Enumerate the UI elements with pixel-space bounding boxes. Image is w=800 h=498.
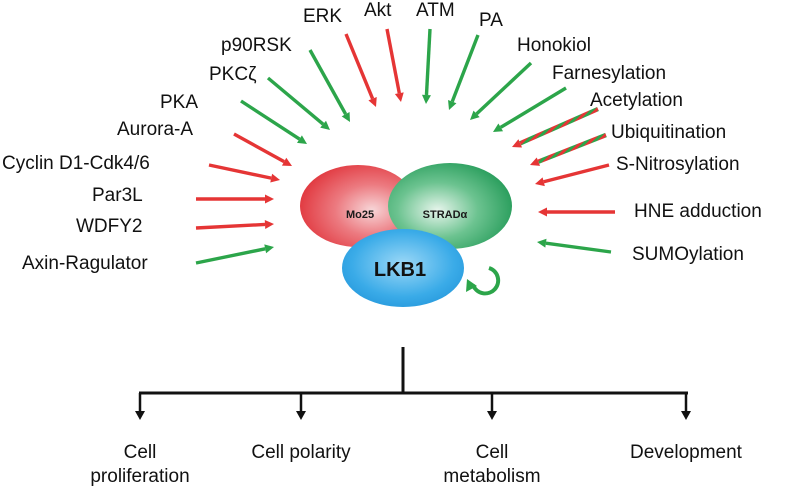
lkb1-label: LKB1	[374, 259, 426, 281]
arrow-pka	[240, 99, 307, 144]
outcome-cell-polarity: Cell polarity	[251, 442, 351, 463]
arrow-head	[535, 177, 545, 187]
regulator-label-atm: ATM	[416, 0, 455, 21]
arrow-sumoylation	[537, 238, 612, 254]
arrow-shaft	[308, 49, 348, 115]
arrow-aurora-a	[233, 132, 292, 166]
arrow-head	[512, 139, 523, 148]
arrow-shaft	[208, 163, 272, 180]
arrow-head	[530, 157, 541, 166]
regulator-label-pkc: PKCζ	[209, 64, 257, 85]
autophosphorylation-arrowhead	[466, 279, 477, 292]
arrow-shaft	[195, 222, 266, 230]
regulator-labels: Axin-Ragulator WDFY2 Par3L Cyclin D1-Cdk4/6…	[2, 0, 762, 274]
arrow-shaft	[545, 241, 612, 254]
regulator-label-honokiol: Honokiol	[517, 35, 591, 56]
arrow-hne-adduction	[538, 207, 615, 217]
regulator-label-pka: PKA	[160, 92, 198, 113]
regulator-label-hne-adduction: HNE adduction	[634, 201, 762, 222]
downstream-tree	[135, 347, 691, 420]
branch-proliferation	[135, 393, 145, 420]
arrow-head	[265, 194, 274, 204]
arrow-shaft	[344, 33, 375, 100]
arrow-shaft	[537, 132, 607, 164]
arrow-axin-ragulator	[195, 244, 274, 265]
arrow-honokiol	[470, 61, 533, 120]
arrow-head	[538, 207, 547, 217]
regulator-label-erk: ERK	[303, 6, 342, 27]
arrow-head	[341, 111, 350, 122]
arrow-cyclin-d1-cdk4-6	[208, 163, 280, 183]
arrow-shaft	[240, 99, 301, 141]
arrow-shaft	[450, 34, 480, 103]
regulator-label-pa: PA	[479, 10, 503, 31]
regulator-label-cyclin-d1-cdk4-6: Cyclin D1-Cdk4/6	[2, 153, 150, 174]
arrow-head	[297, 135, 307, 144]
arrow-akt	[385, 28, 404, 102]
strad-subunit	[388, 163, 512, 249]
arrow-head	[281, 157, 292, 166]
arrow-head	[320, 120, 330, 130]
arrow-head	[537, 238, 547, 248]
regulator-label-par3l: Par3L	[92, 185, 143, 206]
arrow-shaft	[385, 28, 401, 94]
regulator-label-wdfy2: WDFY2	[76, 216, 143, 237]
regulator-label-p90rsk: p90RSK	[221, 35, 292, 56]
arrow-par3l	[196, 194, 274, 204]
arrow-shaft	[195, 247, 266, 265]
arrow-pa	[448, 34, 480, 110]
regulator-label-axin-ragulator: Axin-Ragulator	[22, 253, 148, 274]
arrow-head	[470, 110, 480, 120]
mo25-subunit	[300, 165, 416, 247]
branch-development	[681, 393, 691, 420]
arrow-head	[448, 99, 457, 110]
regulator-label-ubiquitination: Ubiquitination	[611, 122, 726, 143]
arrow-head	[493, 123, 504, 132]
arrow-head	[368, 96, 377, 107]
arrow-erk	[344, 33, 377, 107]
arrow-s-nitrosylation	[535, 163, 610, 187]
regulator-label-s-nitrosylation: S-Nitrosylation	[616, 154, 740, 175]
regulator-label-farnesylation: Farnesylation	[552, 63, 666, 84]
arrow-farnesylation	[493, 86, 567, 132]
arrow-shaft	[543, 163, 610, 184]
branch-metabolism	[487, 393, 497, 420]
strad-label: STRADα	[423, 209, 468, 221]
arrow-shaft	[499, 86, 567, 129]
arrow-head	[270, 173, 280, 183]
arrow-head	[264, 219, 274, 229]
regulator-label-acetylation: Acetylation	[590, 90, 683, 111]
arrow-shaft	[424, 28, 432, 96]
arrow-acetylation	[512, 106, 599, 148]
arrow-pkc	[266, 76, 330, 130]
arrow-shaft	[233, 132, 285, 164]
arrow-shaft	[519, 106, 599, 146]
arrow-wdfy2	[195, 219, 274, 230]
branch-polarity	[296, 393, 306, 420]
arrow-head	[421, 94, 431, 104]
arrow-head	[264, 244, 274, 254]
lkb1-complex: Mo25 STRADα LKB1	[300, 163, 512, 307]
arrow-shaft	[475, 61, 533, 116]
arrow-ubiquitination	[530, 132, 607, 166]
regulator-label-sumoylation: SUMOylation	[632, 244, 744, 265]
lkb1-subunit	[342, 229, 464, 307]
regulator-label-akt: Akt	[364, 0, 392, 21]
arrow-shaft	[266, 76, 325, 126]
autophosphorylation-loop	[471, 266, 501, 296]
regulator-arrows	[195, 28, 615, 265]
mo25-label: Mo25	[346, 209, 374, 221]
arrow-p90rsk	[308, 49, 350, 122]
regulator-label-aurora-a: Aurora-A	[117, 119, 193, 140]
arrow-head	[394, 92, 404, 102]
outcome-development: Development	[630, 442, 743, 463]
arrow-atm	[421, 28, 432, 104]
